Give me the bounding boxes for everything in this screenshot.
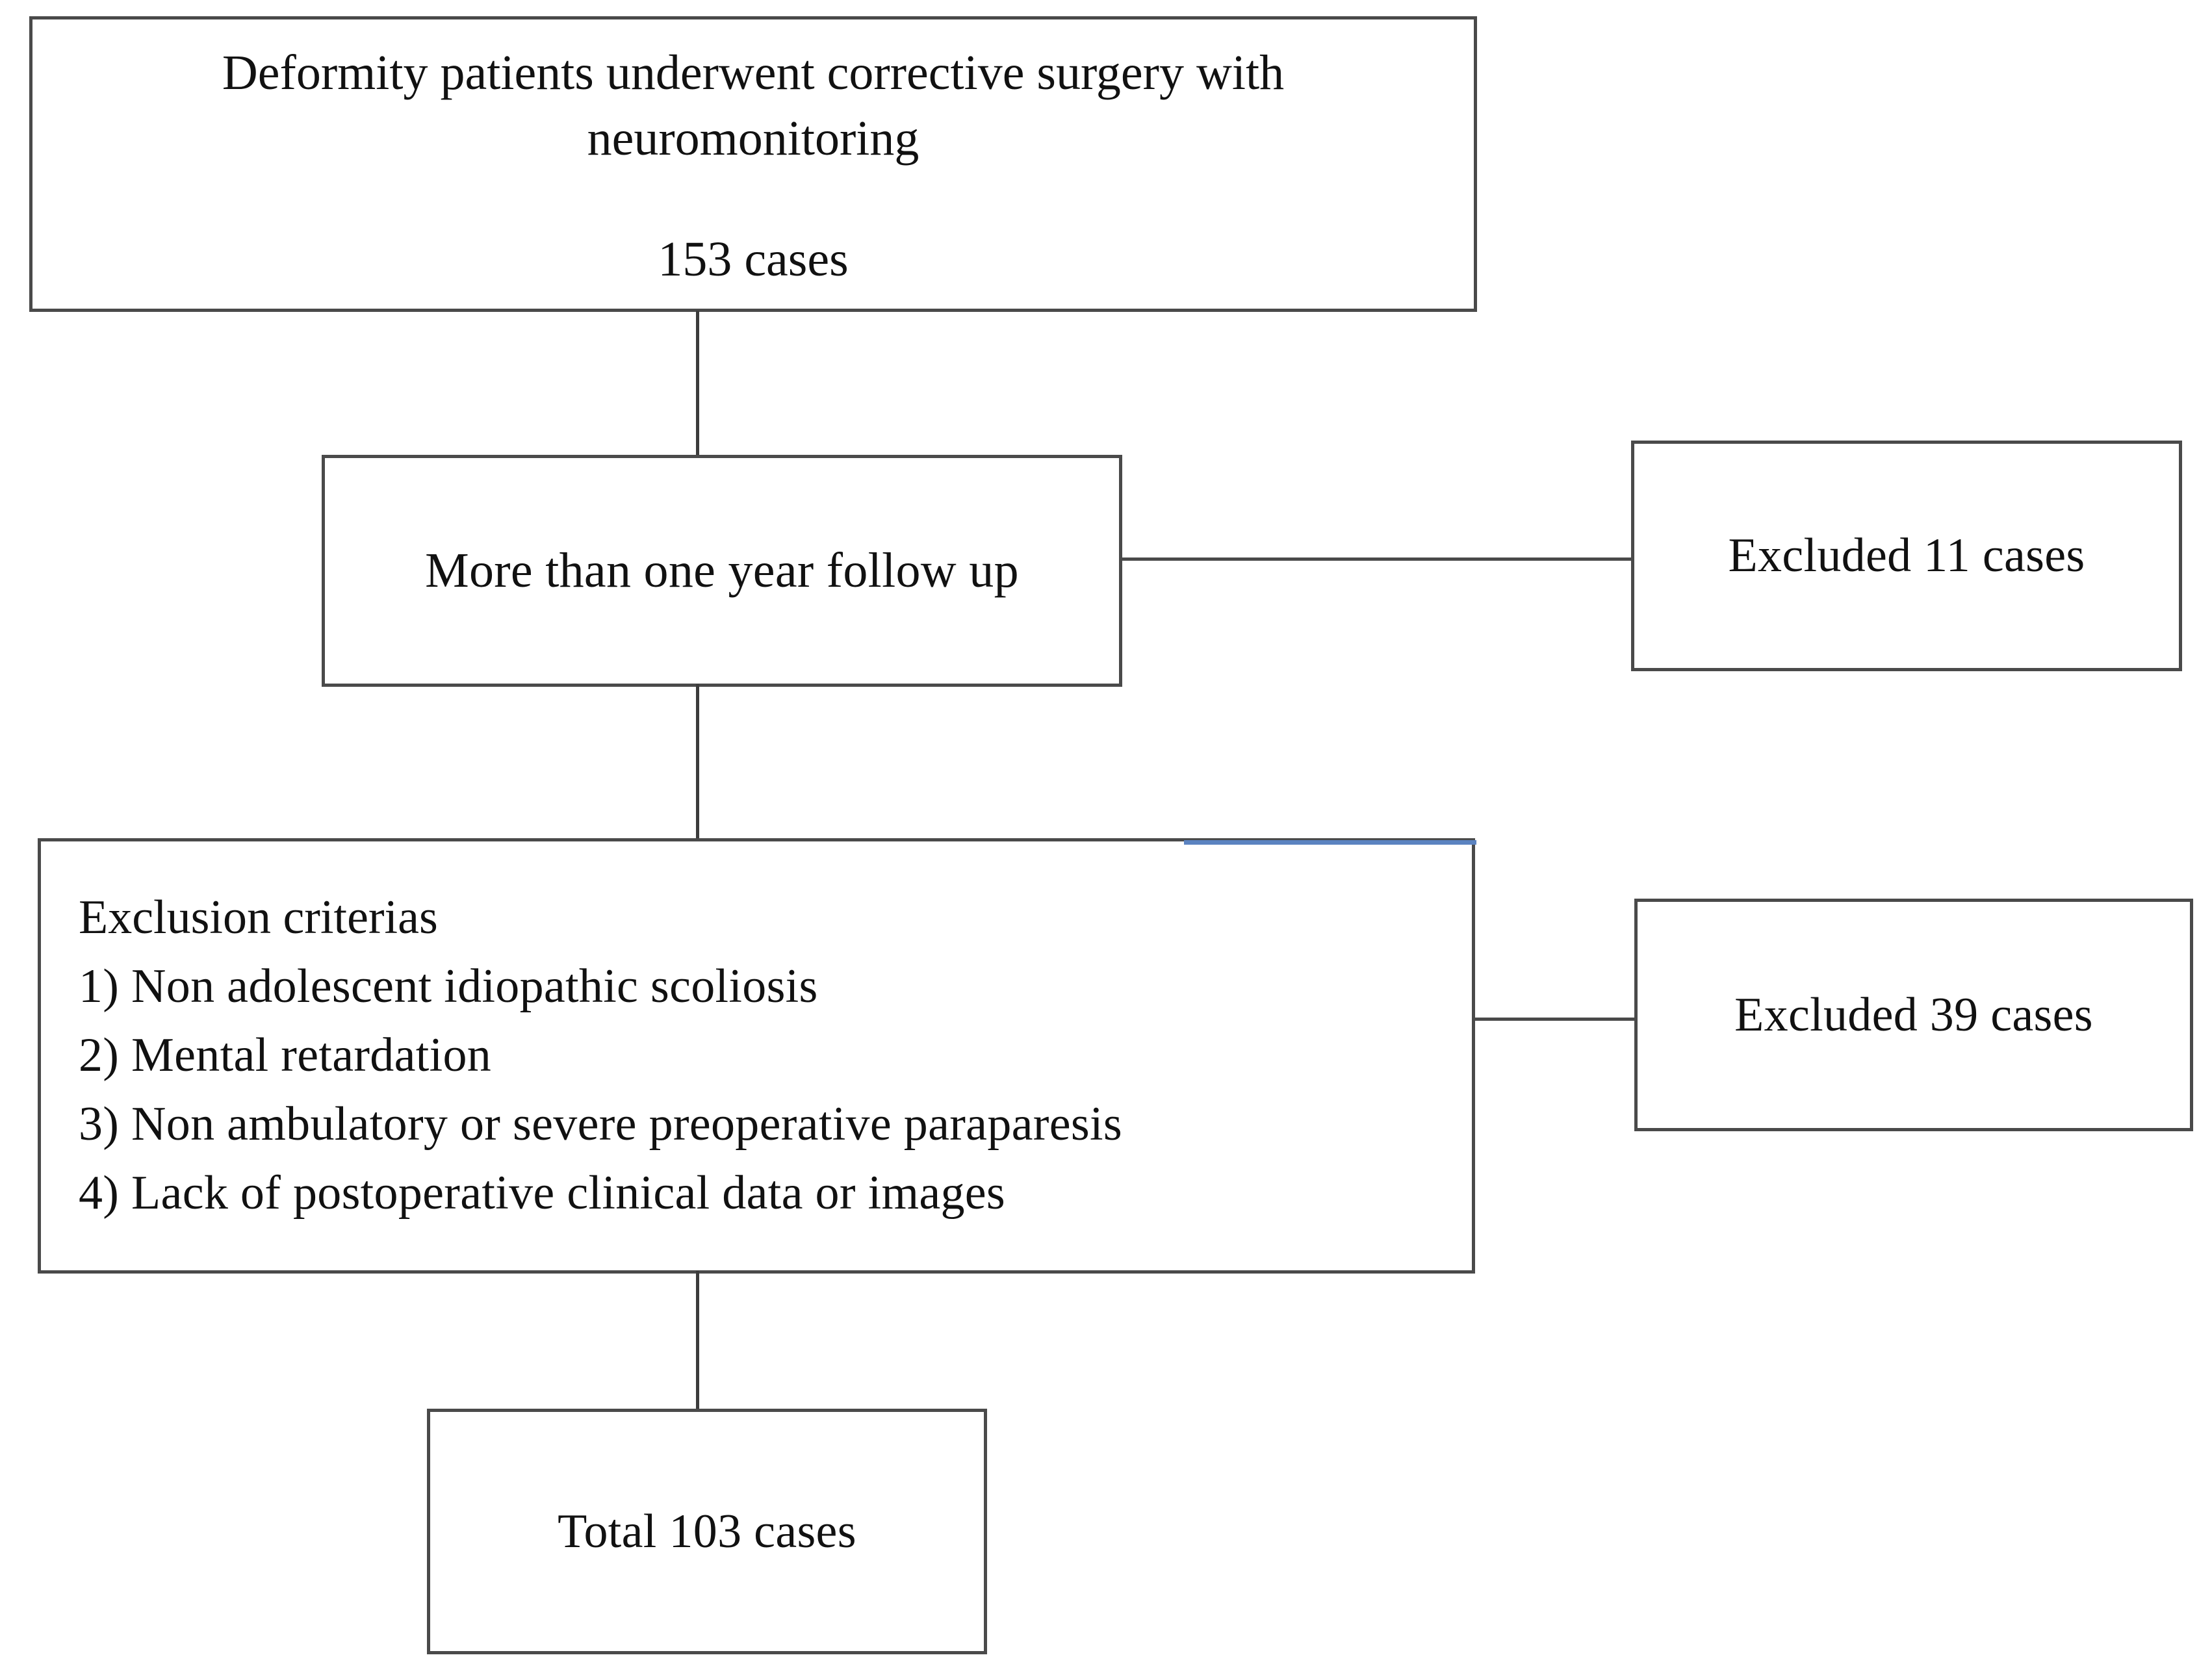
cohort-title: Deformity patients underwent corrective … xyxy=(222,45,1285,166)
blue-rule-artifact xyxy=(1184,840,1476,845)
connector-followup-to-excluded11 xyxy=(1121,557,1634,561)
cohort-count: 153 cases xyxy=(658,232,849,287)
node-followup-box: More than one year follow up xyxy=(322,455,1122,687)
connector-followup-to-criteria xyxy=(696,684,699,840)
node-excluded-criteria-box: Excluded 39 cases xyxy=(1634,899,2193,1131)
node-excluded-followup-box: Excluded 11 cases xyxy=(1631,441,2182,671)
followup-label: More than one year follow up xyxy=(425,543,1019,598)
exclusion-criteria-heading: Exclusion criterias xyxy=(79,891,438,945)
excluded-followup-label: Excluded 11 cases xyxy=(1728,529,2085,583)
connector-criteria-to-excluded39 xyxy=(1473,1018,1636,1021)
excluded-criteria-label: Excluded 39 cases xyxy=(1734,988,2093,1042)
total-label: Total 103 cases xyxy=(558,1504,856,1558)
connector-criteria-to-total xyxy=(696,1271,699,1411)
node-exclusion-criteria-box: Exclusion criterias 1) Non adolescent id… xyxy=(38,838,1475,1274)
node-cohort-box: Deformity patients underwent corrective … xyxy=(29,16,1477,312)
node-total-box: Total 103 cases xyxy=(427,1409,987,1654)
connector-cohort-to-followup xyxy=(696,311,699,457)
exclusion-criteria-list: 1) Non adolescent idiopathic scoliosis 2… xyxy=(79,960,1122,1220)
